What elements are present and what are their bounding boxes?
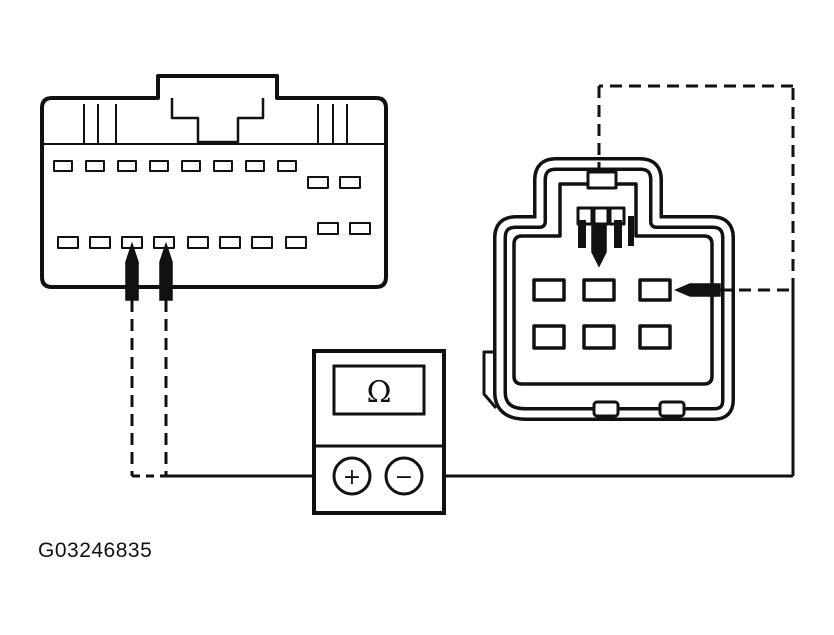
right-connector-cavities <box>532 278 672 350</box>
ohmmeter: Ω + − <box>312 349 446 515</box>
right-connector-key-posts <box>578 216 634 248</box>
left-connector-bottom-row-pins <box>57 222 371 249</box>
left-connector-latch <box>170 98 265 144</box>
probe-4 <box>674 283 721 297</box>
right-connector-outer-shell-inner <box>496 160 732 418</box>
reference-code: G03246835 <box>38 539 153 562</box>
left-connector-ribs <box>83 104 348 143</box>
right-connector-key <box>586 170 618 190</box>
positive-terminal-label: + <box>343 465 361 490</box>
right-connector <box>482 157 735 421</box>
probe-1 <box>125 241 139 301</box>
left-probes <box>125 241 173 301</box>
right-connector-inner-body <box>512 182 714 386</box>
right-connector-feet <box>592 400 686 418</box>
ohm-symbol: Ω <box>367 375 392 410</box>
left-connector <box>40 74 388 289</box>
probe-2 <box>159 241 173 301</box>
ohmmeter-display <box>332 364 426 416</box>
left-connector-top-row-pins <box>53 160 361 189</box>
probe-3 <box>591 225 607 268</box>
test-leads <box>130 84 795 478</box>
right-connector-side-tab <box>482 350 498 409</box>
negative-terminal-label: − <box>395 465 413 490</box>
left-connector-body <box>40 74 388 289</box>
positive-terminal: + <box>332 456 372 496</box>
negative-terminal: − <box>384 456 424 496</box>
